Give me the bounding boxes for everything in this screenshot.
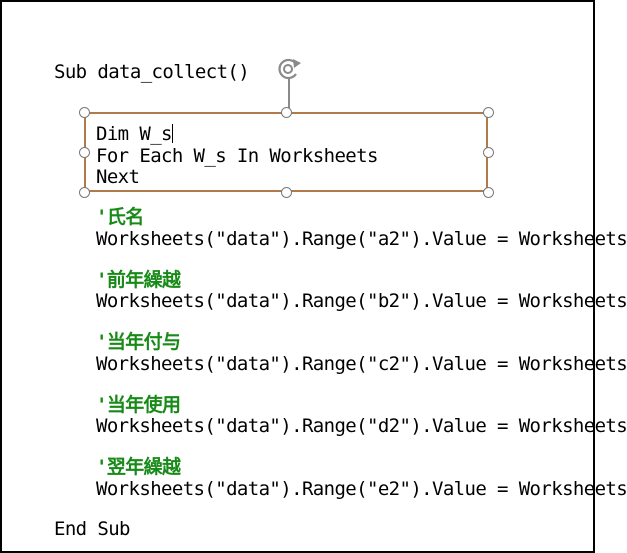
code-line: Worksheets("data").Range("b2").Value = W…: [96, 290, 627, 312]
resize-handle-middle-right[interactable]: [483, 147, 494, 158]
text-cursor: [171, 124, 173, 143]
comment-line: '当年付与: [96, 331, 181, 353]
resize-handle-top-center[interactable]: [281, 107, 292, 118]
code-line: Worksheets("data").Range("e2").Value = W…: [96, 478, 627, 500]
resize-handle-bottom-center[interactable]: [281, 187, 292, 198]
comment-line: '氏名: [96, 206, 144, 228]
code-line: Worksheets("data").Range("d2").Value = W…: [96, 415, 627, 437]
resize-handle-bottom-right[interactable]: [483, 187, 494, 198]
resize-handle-top-right[interactable]: [483, 107, 494, 118]
code-line: Worksheets("data").Range("a2").Value = W…: [96, 228, 627, 250]
sub-declaration-line: Sub data_collect(): [54, 61, 250, 83]
textbox-line-dim[interactable]: Dim W_s: [96, 123, 173, 145]
comment-line: '翌年繰越: [96, 456, 181, 478]
rotate-icon[interactable]: [274, 55, 304, 88]
rotation-connector: [288, 79, 290, 110]
end-sub-line: End Sub: [54, 518, 130, 540]
comment-line: '前年繰越: [96, 269, 181, 291]
resize-handle-bottom-left[interactable]: [79, 187, 90, 198]
resize-handle-middle-left[interactable]: [79, 147, 90, 158]
code-line: Worksheets("data").Range("c2").Value = W…: [96, 353, 627, 375]
textbox-line-for-each[interactable]: For Each W_s In Worksheets: [96, 145, 378, 167]
resize-handle-top-left[interactable]: [79, 107, 90, 118]
textbox-line-next[interactable]: Next: [96, 166, 140, 188]
comment-line: '当年使用: [96, 394, 181, 416]
